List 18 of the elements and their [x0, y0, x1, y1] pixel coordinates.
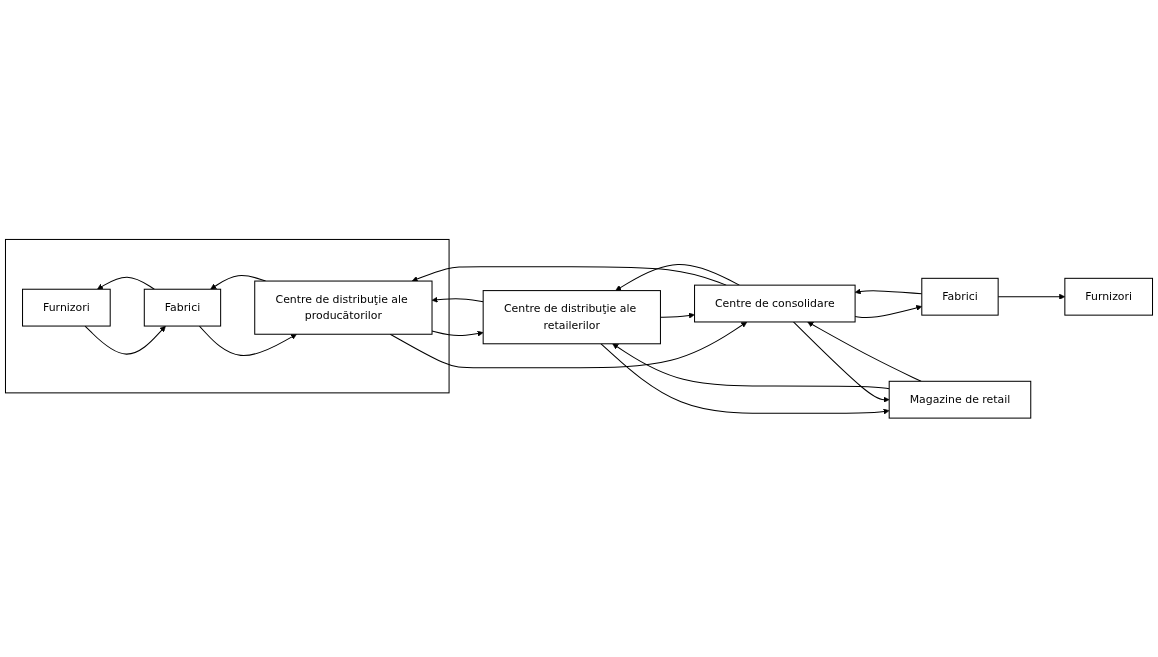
- node-box: [482, 289, 661, 344]
- node-box: [254, 280, 433, 335]
- arrow: [792, 321, 890, 403]
- node-box: [22, 288, 111, 327]
- cluster: [5, 238, 450, 394]
- node-box: [694, 284, 856, 323]
- arrow: [389, 321, 748, 368]
- arrow: [600, 343, 890, 415]
- arrow: [807, 321, 922, 382]
- arrow: [84, 325, 166, 355]
- node-box: [888, 380, 1032, 419]
- node-box: [1064, 277, 1153, 316]
- arrow: [431, 330, 484, 337]
- arrow: [198, 325, 297, 356]
- node-box: [143, 288, 222, 327]
- node-box: [921, 277, 999, 316]
- arrow: [612, 343, 890, 389]
- arrow: [97, 276, 155, 290]
